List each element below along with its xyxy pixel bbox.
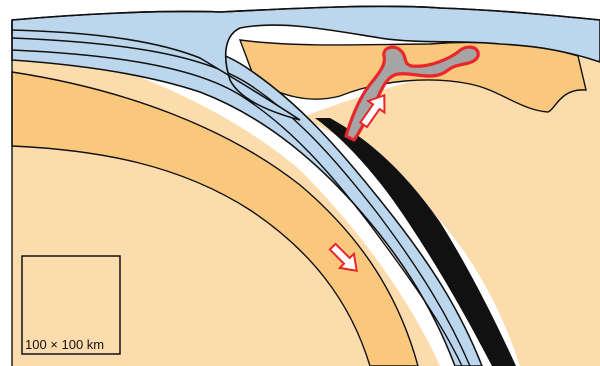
- scale-box-label: 100 × 100 km: [25, 337, 104, 352]
